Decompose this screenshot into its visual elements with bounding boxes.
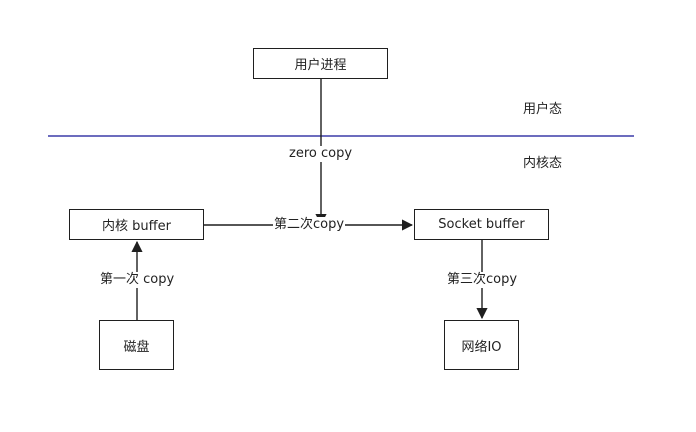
- network-io-label: 网络IO: [461, 339, 502, 355]
- kernel-buffer-label: 内核 buffer: [102, 219, 171, 234]
- socket-buffer-node: Socket buffer: [414, 209, 549, 240]
- kernel-space-label: 内核态: [523, 156, 563, 171]
- disk-label: 磁盘: [123, 339, 150, 355]
- user-process-label: 用户进程: [294, 58, 347, 73]
- user-space-label: 用户态: [523, 102, 563, 117]
- network-io-node: 网络IO: [444, 320, 519, 370]
- zero-copy-label: zero copy: [288, 146, 354, 162]
- user-process-node: 用户进程: [253, 48, 388, 79]
- kernel-buffer-node: 内核 buffer: [69, 209, 204, 240]
- socket-buffer-label: Socket buffer: [438, 217, 525, 232]
- first-copy-label: 第一次 copy: [99, 272, 176, 288]
- second-copy-label: 第二次copy: [273, 217, 346, 233]
- third-copy-label: 第三次copy: [446, 272, 519, 288]
- disk-node: 磁盘: [99, 320, 174, 370]
